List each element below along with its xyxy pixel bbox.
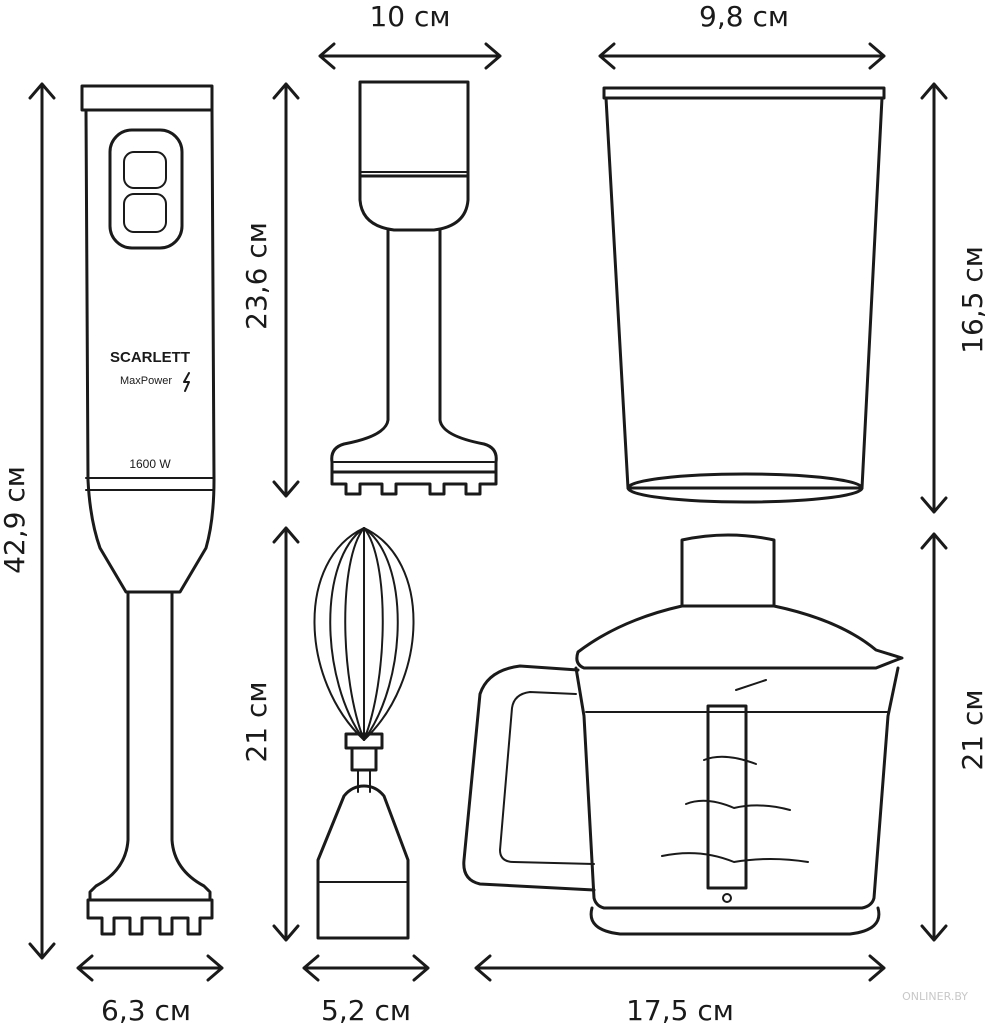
label-chopper-width: 10 см [369,0,450,33]
label-whisk-width: 5,2 см [321,994,411,1027]
dimension-arrow-beaker-width [598,42,886,70]
dimension-arrow-chopper-width [318,42,502,70]
model-label: MaxPower [120,375,172,387]
label-whisk-height: 21 см [240,681,273,762]
dimension-arrow-shaft-height [272,82,300,498]
label-bowl-height: 21 см [956,689,988,770]
label-blender-width: 6,3 см [101,994,191,1027]
label-beaker-height: 16,5 см [956,246,988,354]
label-shaft-height: 23,6 см [240,222,273,330]
dimension-arrow-blender-height [28,82,56,960]
dimension-arrow-blender-width [76,954,224,982]
watermark: ONLINER.BY [902,990,968,1003]
dimension-arrow-whisk-height [272,526,300,942]
whisk-drawing [313,527,415,940]
lightning-icon [183,372,190,392]
beaker-drawing [602,86,886,504]
label-bowl-width: 17,5 см [626,994,734,1027]
dimension-arrow-whisk-width [302,954,430,982]
dimension-arrow-bowl-width [474,954,886,982]
label-blender-height: 42,9 см [0,466,31,574]
dimension-arrow-beaker-height [920,82,948,514]
chopper-bowl-drawing [462,533,904,936]
brand-label: SCARLETT [110,349,190,366]
power-label: 1600 W [129,457,171,471]
label-beaker-width: 9,8 см [699,0,789,33]
hand-blender-drawing [80,84,216,936]
blender-shaft-drawing [330,80,498,496]
dimension-arrow-bowl-height [920,532,948,942]
